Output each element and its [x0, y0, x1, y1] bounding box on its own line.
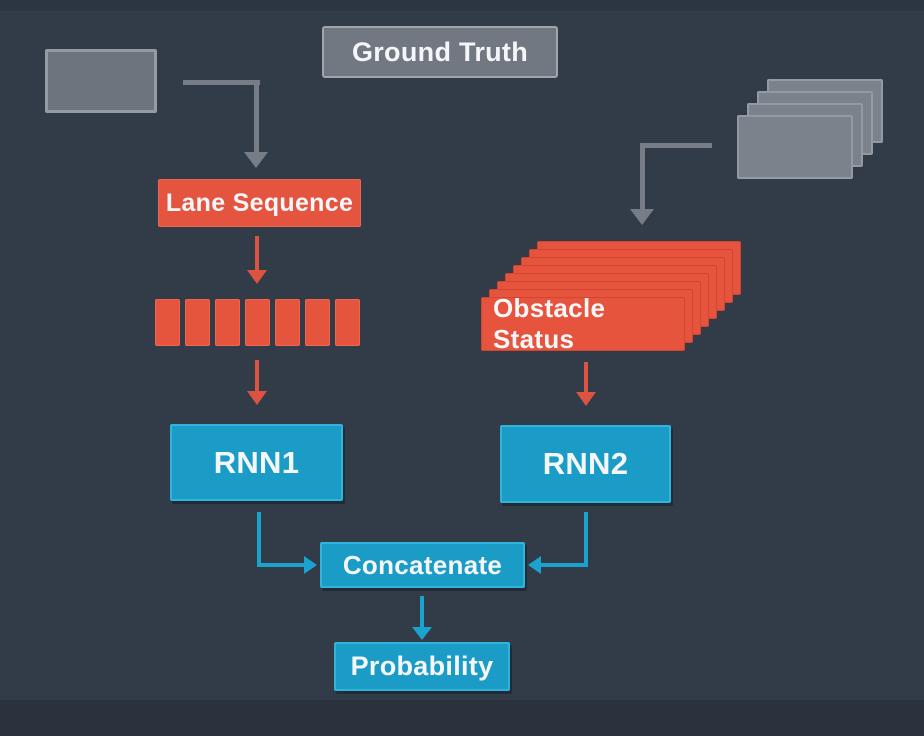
arrowhead-down-icon [247, 270, 267, 284]
rnn2-label: RNN2 [542, 446, 629, 481]
arrow-segment [255, 360, 259, 393]
arrow-segment [257, 563, 304, 567]
rnn1-label: RNN1 [213, 444, 300, 480]
obstacle-status-label: Obstacle Status [493, 293, 606, 354]
arrow-segment [640, 143, 712, 148]
lane-sequence-label: Lane Sequence [165, 188, 354, 217]
stack-layer [737, 115, 853, 179]
arrowhead-down-icon [630, 209, 654, 225]
lane-cell [305, 299, 330, 346]
lane-cell [245, 299, 270, 346]
stack-layer [481, 297, 685, 351]
rnn2-node: RNN2 [500, 425, 671, 503]
probability-node: Probability [334, 642, 510, 691]
arrowhead-down-icon [576, 392, 596, 406]
lane-cell [155, 299, 180, 346]
rnn1-node: RNN1 [170, 424, 343, 501]
ground-truth-node: Ground Truth [322, 26, 558, 78]
arrow-segment [257, 512, 261, 567]
bottom-band [0, 700, 924, 736]
lane-cell [335, 299, 360, 346]
arrowhead-down-icon [247, 391, 267, 405]
arrow-segment [183, 80, 260, 85]
concatenate-node: Concatenate [320, 542, 525, 588]
arrow-segment [584, 512, 588, 567]
arrowhead-down-icon [244, 152, 268, 168]
arrow-segment [541, 563, 588, 567]
probability-label: Probability [350, 651, 494, 681]
arrow-segment [255, 236, 259, 272]
input-image-stack [737, 79, 883, 179]
arrowhead-down-icon [412, 627, 432, 640]
arrow-segment [640, 143, 645, 211]
arrow-segment [254, 80, 259, 154]
lane-cell [185, 299, 210, 346]
lane-sequence-node: Lane Sequence [158, 179, 361, 227]
arrowhead-left-icon [528, 556, 541, 574]
lane-sequence-cells [155, 299, 360, 346]
top-band [0, 0, 924, 11]
arrow-segment [584, 362, 588, 394]
ground-truth-label: Ground Truth [351, 36, 529, 67]
arrow-segment [420, 596, 424, 628]
input-image-placeholder [45, 49, 157, 113]
arrowhead-right-icon [304, 556, 317, 574]
obstacle-status-stack: Obstacle Status [481, 241, 741, 354]
lane-cell [275, 299, 300, 346]
lane-cell [215, 299, 240, 346]
concatenate-label: Concatenate [342, 549, 503, 580]
